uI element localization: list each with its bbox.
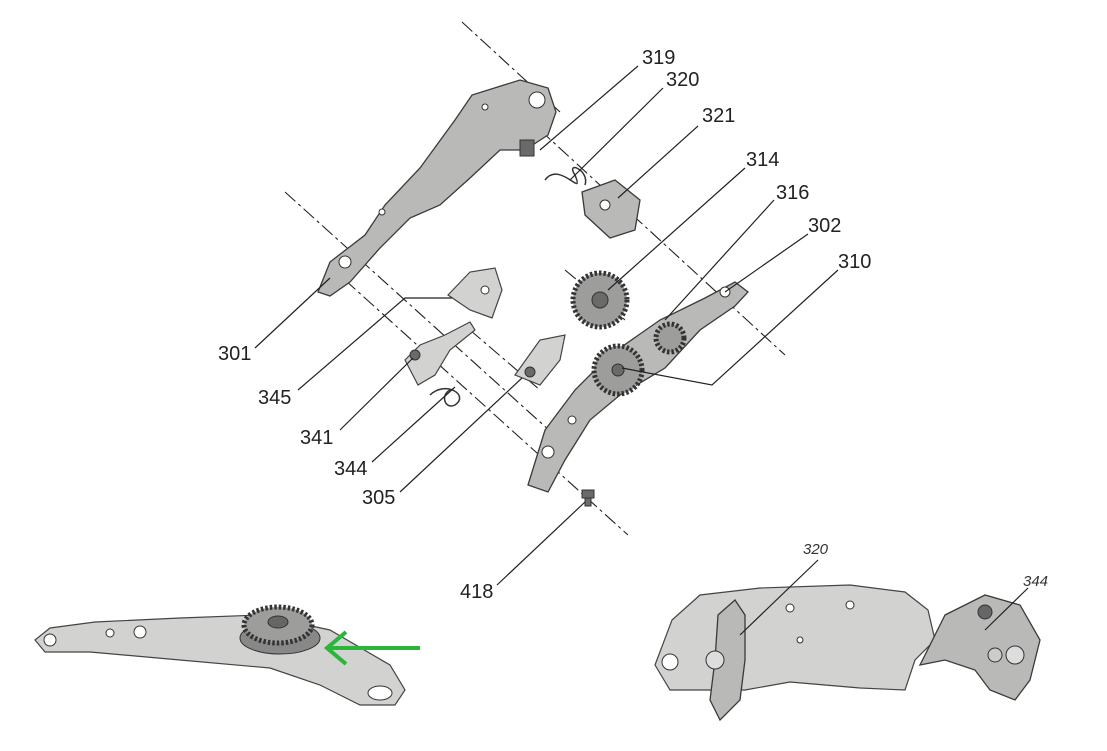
callout-310: 310	[838, 251, 871, 273]
part-305	[514, 334, 566, 386]
callout-344: 344	[334, 458, 367, 480]
callout-305: 305	[362, 487, 395, 509]
callout-316: 316	[776, 182, 809, 204]
callout-314: 314	[746, 149, 779, 171]
spring-344	[429, 387, 461, 407]
lever-341	[404, 321, 476, 386]
callout-301: 301	[218, 343, 251, 365]
photo-plate-assembly: 320 344	[654, 541, 1048, 722]
plate-302	[527, 281, 749, 493]
plate-301	[317, 79, 557, 297]
gear-314	[570, 270, 630, 330]
photo-lever-with-gear	[34, 604, 420, 706]
green-arrow-head	[323, 630, 348, 666]
callout-345: 345	[258, 387, 291, 409]
callout-321: 321	[702, 105, 735, 127]
callout-320: 320	[666, 69, 699, 91]
photo-callout-344: 344	[1023, 573, 1048, 590]
callout-418: 418	[460, 581, 493, 603]
callout-319: 319	[642, 47, 675, 69]
callout-labels: 319 320 321 314 316 302 310 301 345 341 …	[218, 47, 871, 603]
leader-lines	[254, 65, 839, 586]
block-321	[581, 179, 641, 239]
screw-418	[581, 489, 595, 507]
lever-345	[447, 267, 503, 319]
callout-302: 302	[808, 215, 841, 237]
photo-callout-320: 320	[803, 541, 829, 558]
callout-341: 341	[300, 427, 333, 449]
